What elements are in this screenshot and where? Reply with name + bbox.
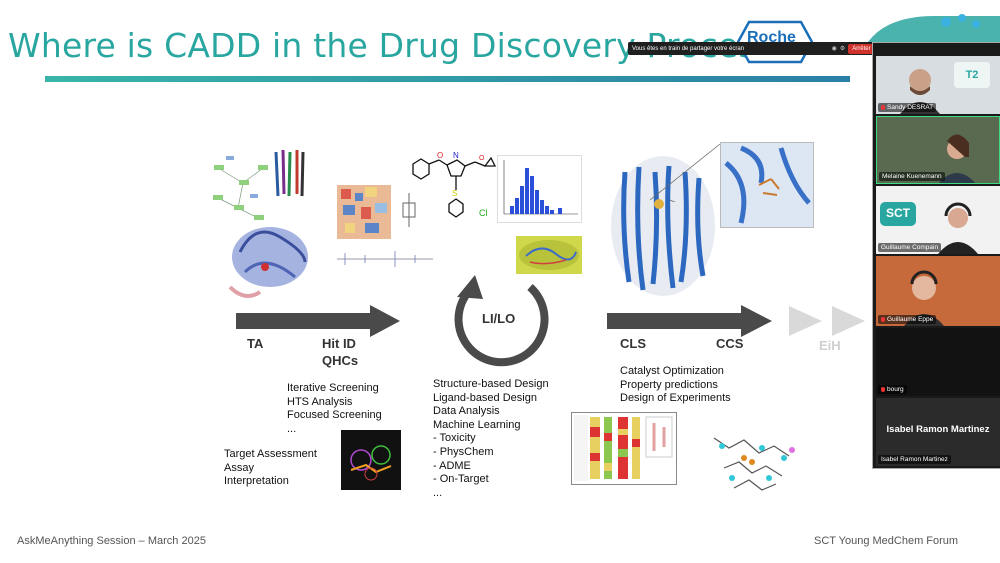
transporter-structure-image bbox=[607, 152, 719, 300]
sct-badge-text: SCT bbox=[886, 206, 910, 220]
footer-left: AskMeAnything Session – March 2025 bbox=[17, 535, 206, 547]
svg-text:O: O bbox=[437, 151, 443, 160]
participant-tile[interactable]: SCT Guillaume Compain bbox=[876, 186, 1000, 254]
hit-id-list: Iterative Screening HTS Analysis Focused… bbox=[287, 382, 382, 436]
molecule-structure-image: O N O S Cl bbox=[405, 150, 497, 222]
zoom-connector-line bbox=[649, 142, 722, 223]
footer-right: SCT Young MedChem Forum bbox=[814, 535, 959, 547]
muted-mic-icon bbox=[881, 316, 885, 322]
list-item: Structure-based Design bbox=[433, 378, 549, 390]
lilo-cycle-icon bbox=[445, 265, 555, 375]
svg-text:S: S bbox=[452, 189, 457, 198]
participant-name-text: Guillaume Compain bbox=[881, 244, 939, 251]
list-item: Interpretation bbox=[224, 475, 289, 488]
stage-hit-id: Hit ID bbox=[322, 336, 356, 351]
cls-list: Catalyst Optimization Property predictio… bbox=[620, 365, 731, 406]
target-list: Target Assessment Assay Interpretation bbox=[224, 448, 317, 489]
participant-name-text: Melaine Kuenemann bbox=[882, 173, 942, 180]
lilo-list: Structure-based Design Ligand-based Desi… bbox=[433, 378, 549, 500]
svg-text:N: N bbox=[453, 151, 459, 160]
list-item: Iterative Screening bbox=[287, 382, 379, 394]
stage-qhcs: QHCs bbox=[322, 353, 359, 368]
stage-eih: EiH bbox=[819, 338, 841, 353]
participant-tile[interactable]: bourg bbox=[876, 328, 1000, 396]
participant-tile[interactable]: T2 Sandy DESRAT bbox=[876, 56, 1000, 114]
participant-name: Melaine Kuenemann bbox=[879, 172, 945, 181]
list-item: ... bbox=[287, 422, 297, 435]
participant-name: Guillaume Eppe bbox=[878, 315, 937, 324]
pause-icon[interactable]: ◉ bbox=[831, 46, 837, 52]
spreadsheet-image bbox=[571, 412, 677, 485]
muted-mic-icon bbox=[881, 104, 885, 110]
stage-lilo: LI/LO bbox=[482, 311, 516, 326]
binding-site-zoom-image bbox=[720, 142, 814, 228]
share-message: Vous êtes en train de partager votre écr… bbox=[632, 45, 745, 52]
participant-video-panel: T2 Sandy DESRAT Melaine Kuenemann SCT Gu… bbox=[872, 42, 1000, 469]
list-item: - PhysChem bbox=[433, 445, 494, 458]
stage-ta: TA bbox=[247, 336, 264, 351]
protein-structure-image bbox=[225, 212, 315, 307]
list-item: Target Assessment bbox=[224, 448, 317, 460]
catalyst-cluster-image bbox=[704, 418, 800, 510]
sct-logo bbox=[858, 10, 1000, 44]
participant-name: Isabel Ramon Martinez bbox=[878, 455, 951, 464]
stage-arrow-eih-1 bbox=[789, 306, 823, 336]
docking-surface-image bbox=[516, 236, 582, 274]
participant-name-text: Isabel Ramon Martinez bbox=[881, 456, 948, 463]
list-item: - On-Target bbox=[433, 473, 489, 486]
participant-display-name: Isabel Ramon Martinez bbox=[886, 424, 990, 435]
list-item: Assay bbox=[224, 461, 254, 474]
participant-tile[interactable]: Isabel Ramon Martinez Isabel Ramon Marti… bbox=[876, 398, 1000, 466]
histogram-image bbox=[497, 155, 582, 223]
heatmap-image bbox=[335, 183, 435, 270]
stage-arrow-ta-hit bbox=[236, 305, 401, 337]
participant-name-text: Guillaume Eppe bbox=[887, 316, 934, 323]
t2-badge: T2 bbox=[954, 62, 990, 88]
participant-name: Sandy DESRAT bbox=[878, 103, 937, 112]
pharmacophore-image bbox=[341, 430, 401, 490]
settings-icon[interactable]: ⚙ bbox=[839, 46, 846, 52]
stage-ccs: CCS bbox=[716, 336, 744, 351]
participant-name: Guillaume Compain bbox=[878, 243, 942, 252]
gpcr-structure-image bbox=[272, 148, 308, 200]
list-item: Ligand-based Design bbox=[433, 391, 537, 404]
screen-share-bar: Vous êtes en train de partager votre écr… bbox=[628, 42, 906, 55]
list-item: Catalyst Optimization bbox=[620, 365, 724, 377]
svg-text:O: O bbox=[479, 155, 485, 162]
muted-mic-icon bbox=[881, 386, 885, 392]
list-item: - ADME bbox=[433, 459, 471, 472]
target-network-image bbox=[208, 148, 278, 233]
list-item: Data Analysis bbox=[433, 405, 500, 418]
chlorine-label: Cl bbox=[479, 208, 488, 218]
t2-badge-text: T2 bbox=[965, 69, 979, 81]
stage-arrow-eih-2 bbox=[832, 306, 866, 336]
list-item: HTS Analysis bbox=[287, 395, 353, 408]
participant-tile[interactable]: Melaine Kuenemann bbox=[876, 116, 1000, 184]
participant-name: bourg bbox=[878, 385, 907, 394]
list-item: ... bbox=[433, 486, 443, 499]
stage-cls: CLS bbox=[620, 336, 646, 351]
roche-logo-text: Roche bbox=[747, 29, 796, 46]
list-item: Property predictions bbox=[620, 378, 718, 391]
list-item: Design of Experiments bbox=[620, 392, 731, 405]
participant-name-text: Sandy DESRAT bbox=[887, 104, 934, 111]
list-item: Focused Screening bbox=[287, 409, 382, 422]
participant-name-text: bourg bbox=[887, 386, 904, 393]
list-item: Machine Learning bbox=[433, 418, 521, 431]
participant-tile[interactable]: Guillaume Eppe bbox=[876, 256, 1000, 326]
title-underline bbox=[45, 76, 850, 82]
list-item: - Toxicity bbox=[433, 432, 476, 445]
stage-arrow-cls-ccs bbox=[607, 305, 773, 337]
